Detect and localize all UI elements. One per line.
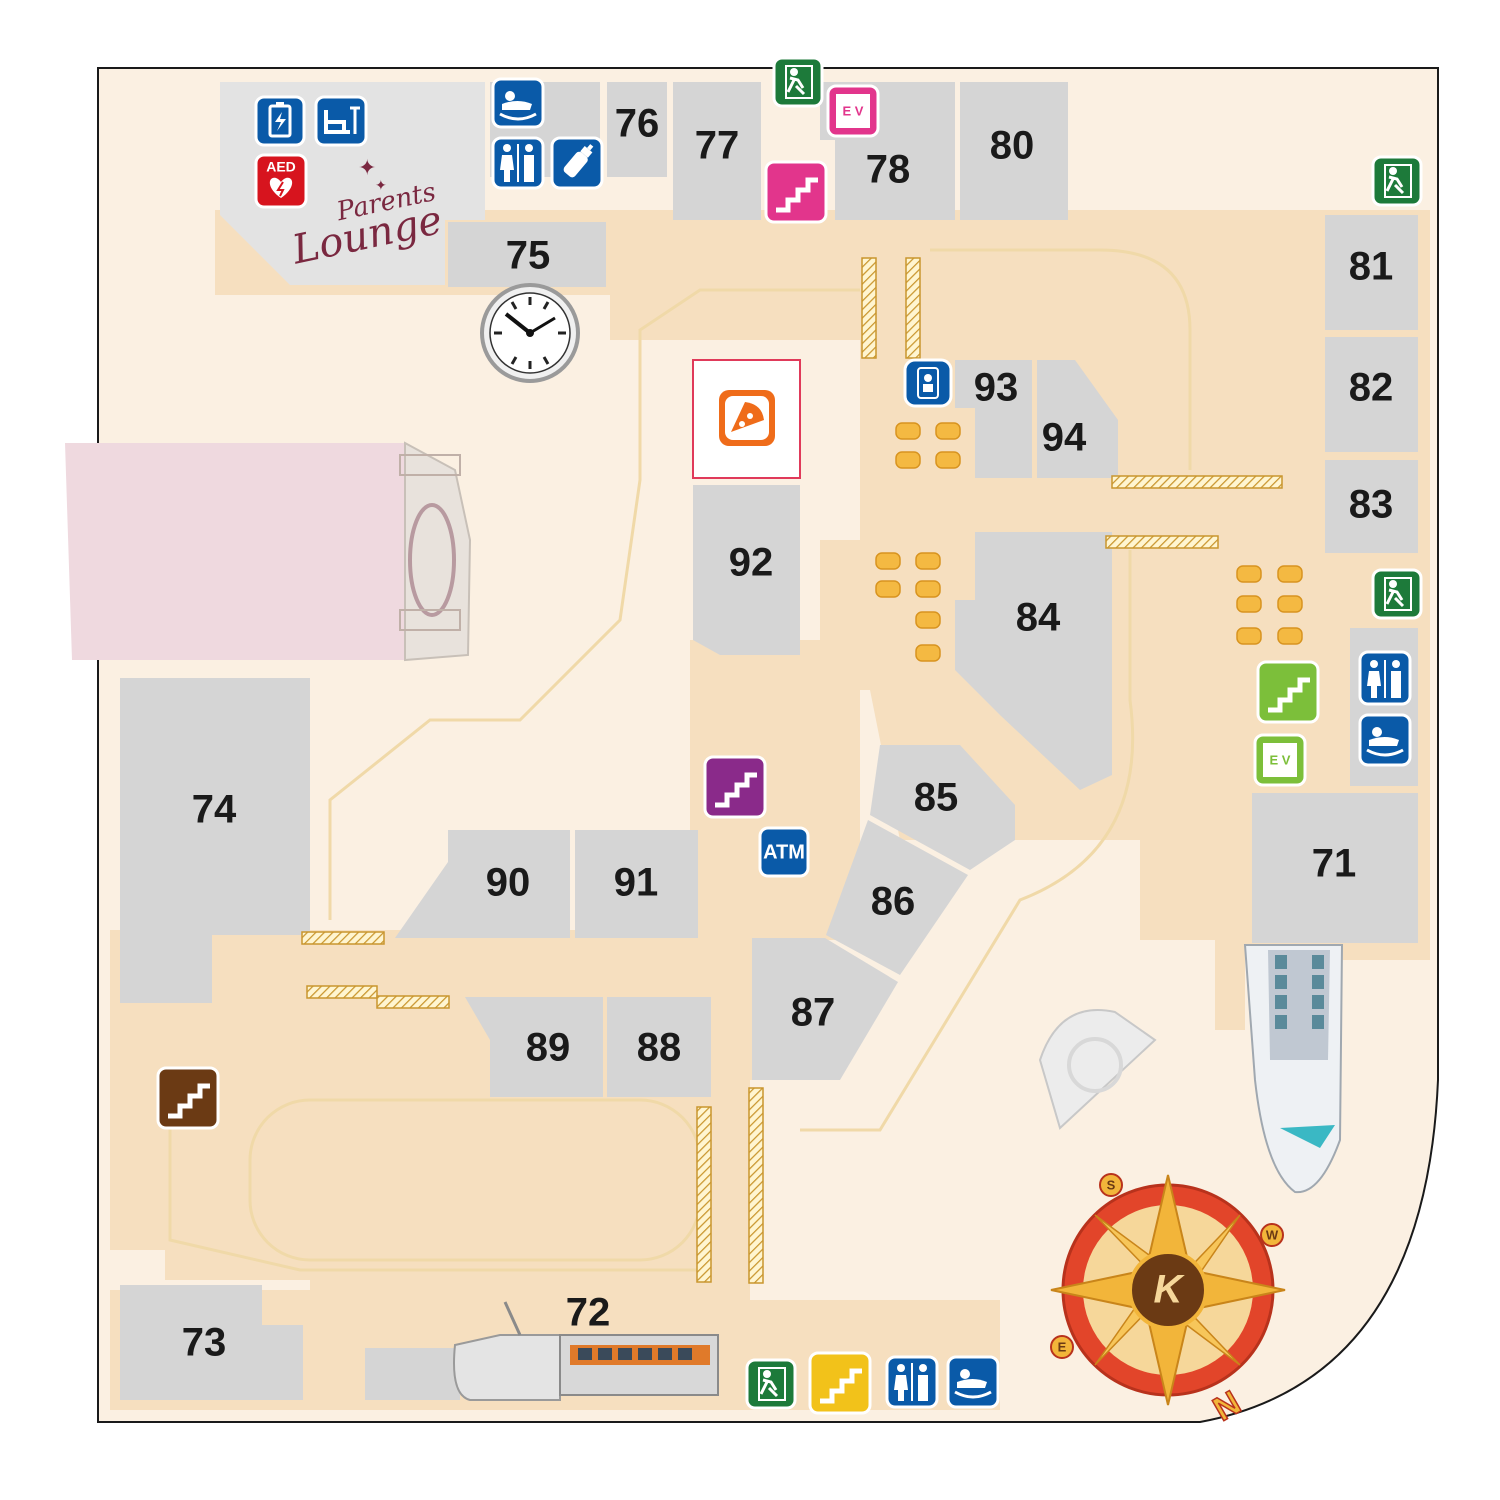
svg-text:E V: E V [1270,752,1291,767]
stairs-icon-brown [156,1066,220,1130]
label-80: 80 [990,124,1035,168]
label-77: 77 [695,124,740,168]
shop-labels: 71 72 73 74 75 76 77 78 80 81 82 83 84 8… [182,102,1394,1365]
shop-93 [955,360,1032,478]
shop-91 [575,830,698,938]
stairs-icon-yellow [808,1351,872,1415]
svg-text:W: W [1266,1227,1279,1242]
label-78: 78 [866,148,911,192]
shop-88 [607,997,711,1097]
restroom-icon-south [885,1355,939,1409]
shop-83 [1325,460,1418,553]
block-72-left [365,1348,460,1400]
shop-90 [395,830,570,938]
label-74: 74 [192,788,237,832]
label-88: 88 [637,1026,682,1070]
label-87: 87 [791,991,836,1035]
stairs-icon-lime [1256,660,1320,724]
shop-74 [120,678,310,1003]
shop-73 [120,1285,303,1400]
airplane-illustration [1243,944,1344,1194]
train-illustration [453,1301,719,1401]
svg-text:E V: E V [843,103,864,118]
label-75: 75 [506,234,551,278]
label-83: 83 [1349,483,1394,527]
shop-86 [826,820,968,975]
baby-changing-icon-east [1358,713,1412,767]
food-court-icon [719,390,775,446]
label-84: 84 [1016,596,1061,640]
clock-icon [480,283,580,383]
shop-76 [607,82,667,177]
elevator-icon-east: E V [1253,733,1307,787]
shop-81 [1325,215,1418,330]
baby-changing-icon [491,77,545,129]
information-kiosk-icon [903,358,953,408]
restroom-icon-east [1358,650,1412,706]
shop-blocks [120,82,1418,1400]
shop-89 [465,997,603,1097]
nursing-chair-icon [314,95,368,147]
stairs-icon-purple [703,755,767,819]
exit-icon-north [772,56,824,108]
shop-85 [870,745,1015,870]
svg-text:S: S [1107,1177,1116,1192]
ferris-wheel-decoration [1038,1009,1157,1130]
shop-77 [673,82,761,220]
shop-80 [960,82,1068,220]
shop-84 [955,532,1112,790]
shop-87 [752,938,898,1080]
atm-icon: ATM [758,826,810,878]
svg-text:✦: ✦ [375,177,387,193]
svg-text:K: K [1154,1268,1186,1312]
svg-text:E: E [1058,1339,1067,1354]
cinema-building [65,441,472,662]
label-94: 94 [1042,416,1087,460]
exit-icon-northeast [1371,155,1423,207]
seating-icon [875,422,1303,662]
battery-charging-icon [254,95,306,147]
shop-75 [448,222,606,287]
shop-71 [1252,793,1418,943]
shop-82 [1325,337,1418,452]
label-72: 72 [566,1291,611,1335]
nursing-bottle-icon [550,136,604,190]
label-90: 90 [486,861,531,905]
svg-text:ATM: ATM [763,841,805,863]
svg-text:✦: ✦ [358,155,376,180]
label-86: 86 [871,880,916,924]
label-91: 91 [614,861,659,905]
label-89: 89 [526,1026,571,1070]
exit-icon-south [745,1358,797,1410]
svg-text:AED: AED [266,159,296,175]
label-82: 82 [1349,366,1394,410]
restroom-icon-north [491,136,545,190]
label-81: 81 [1349,245,1394,289]
label-85: 85 [914,776,959,820]
shop-94 [1037,360,1118,478]
label-71: 71 [1312,842,1357,886]
baby-changing-icon-south [946,1355,1000,1409]
stairs-icon-pink [764,160,828,224]
label-92: 92 [729,541,774,585]
label-93: 93 [974,366,1019,410]
aed-icon: AED [254,153,308,209]
shop-92 [693,485,800,655]
escalator-strips [301,257,1283,1284]
elevator-icon-north: E V [826,84,880,138]
label-76: 76 [615,102,660,146]
label-73: 73 [182,1321,227,1365]
exit-icon-east [1371,568,1423,620]
